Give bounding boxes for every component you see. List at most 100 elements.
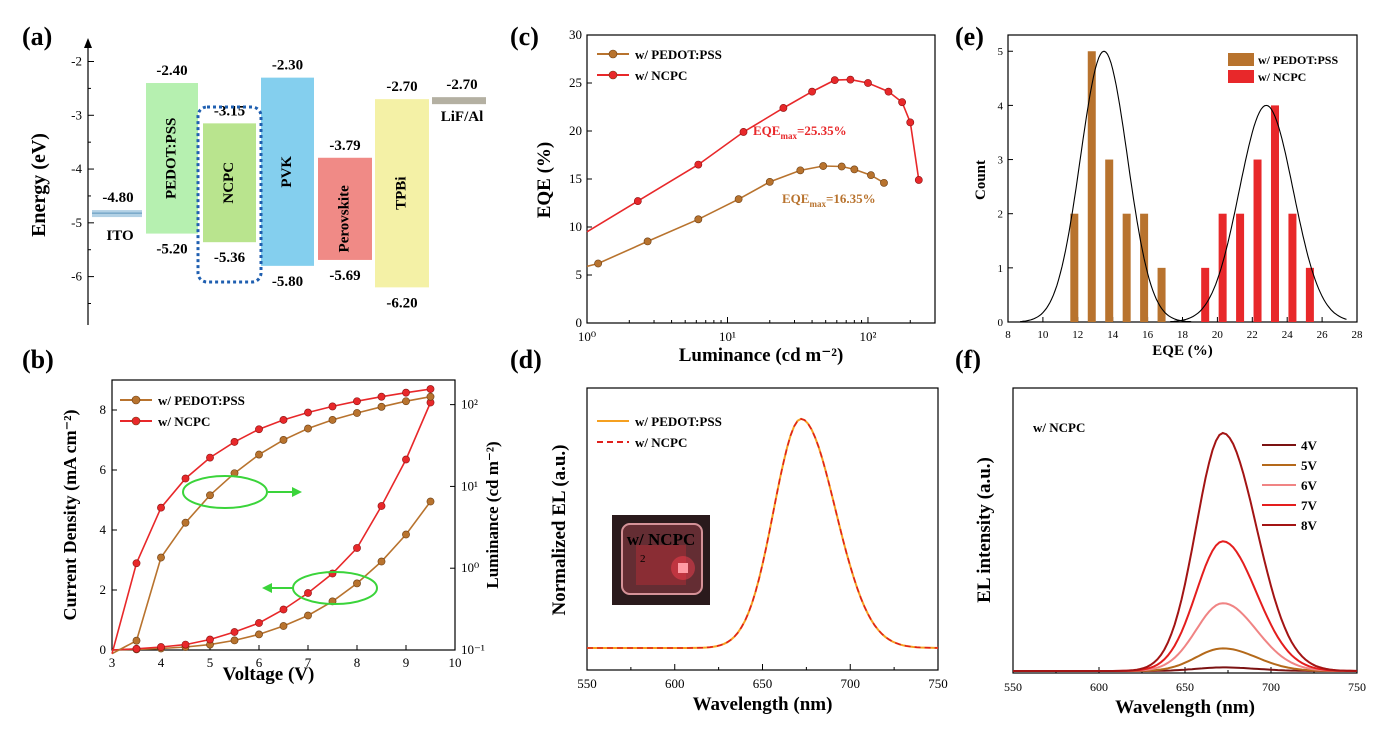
jvl-x-tick-label-2: 5 [207, 655, 214, 670]
jvl-point [132, 644, 141, 653]
jvl-y-tick-label-2: 4 [100, 522, 107, 537]
hist-y-tick-label-1: 1 [998, 263, 1004, 275]
elv-legend-label-0: 4V [1301, 438, 1318, 453]
hist-x-tick-label-2: 12 [1072, 329, 1083, 341]
jvl-y-title: Current Density (mA cm⁻²) [60, 409, 81, 620]
level-name-1: PEDOT:PSS [163, 118, 179, 199]
eqe-annotation-ncpc-part-0: EQE [753, 123, 780, 138]
elv-x-tick-label-3: 700 [1262, 680, 1280, 694]
eqe-point-ncpc [884, 87, 893, 96]
hist-fit-1 [1170, 104, 1347, 323]
inset-label: w/ NCPC [627, 530, 695, 549]
hist-x-tick-label-10: 28 [1352, 329, 1364, 341]
hist-y-title: Count [973, 160, 989, 200]
inset-digit-1: 2 [640, 553, 646, 565]
eqe-legend-pedot-label: w/ PEDOT:PSS [635, 47, 722, 62]
jvl-point [353, 544, 361, 552]
eqe-point-ncpc [779, 104, 788, 112]
eqe-point-pedot [734, 195, 743, 204]
hist-x-title: EQE (%) [1152, 343, 1212, 359]
lif-name: LiF/Al [441, 109, 484, 125]
jvl-point [426, 392, 435, 401]
hist-x-tick-label-6: 20 [1212, 329, 1224, 341]
jvl-point [206, 453, 214, 462]
jvl-point [377, 557, 386, 566]
eqe-point-ncpc [830, 76, 839, 85]
elv-x-title: Wavelength (nm) [1115, 697, 1255, 718]
eqe-x-tick-label-2: 10² [860, 329, 877, 344]
hist-fit-0 [1020, 50, 1192, 323]
jvl-point [328, 416, 337, 424]
hist-legend-ncpc-label: w/ NCPC [1258, 70, 1306, 84]
jvl-point [181, 474, 190, 483]
hist-y-tick-label-0: 0 [998, 317, 1004, 329]
jvl-x-tick-label-0: 3 [109, 655, 116, 670]
panel-letter-e: (e) [955, 22, 984, 51]
eqe-y-tick-label-3: 15 [569, 171, 582, 186]
jvl-point [230, 628, 239, 636]
elv-legend-label-2: 6V [1301, 478, 1318, 493]
eqe-annotation-pedot: EQEmax=16.35% [782, 191, 876, 209]
panel-letter-b: (b) [22, 345, 54, 374]
eqe-point-pedot [594, 259, 603, 268]
hist-x-tick-label-7: 22 [1247, 329, 1258, 341]
ito-top-value: -4.80 [102, 190, 133, 206]
hist-bar-1 [1218, 213, 1227, 322]
elv-series-2 [1013, 602, 1357, 672]
eqe-annotation-ncpc-part-1: max [780, 131, 797, 141]
ito-name: ITO [106, 228, 133, 244]
jvl-point [353, 397, 361, 406]
jvl-series-2 [111, 395, 431, 655]
elv-x-tick-label-2: 650 [1176, 680, 1194, 694]
jvl-arrow-right-head [292, 487, 302, 497]
hist-y-tick-label-3: 3 [998, 155, 1004, 167]
el-x-tick-label-4: 750 [928, 676, 948, 691]
jvl-point [304, 611, 312, 620]
eqe-series-ncpc [586, 78, 920, 233]
jvl-point [157, 553, 165, 562]
hist-bar-1 [1305, 267, 1314, 322]
lif-top-value: -2.70 [446, 77, 477, 93]
eqe-point-ncpc [914, 176, 923, 184]
jvl-point [132, 559, 141, 568]
jvl-point [157, 643, 165, 651]
eqe-x-title: Luminance (cd m⁻²) [679, 345, 844, 366]
eqe-series-pedot [586, 165, 885, 268]
jvl-y-tick-label-3: 6 [100, 462, 107, 477]
jvl-point [181, 640, 190, 649]
jvl-legend-ncpc-marker [131, 416, 141, 426]
jvl-legend-pedot-marker [131, 395, 141, 405]
eqe-annotation-pedot-part-1: max [809, 199, 826, 209]
eqe-point-ncpc [808, 87, 816, 96]
eqe-y-tick-label-5: 25 [569, 75, 582, 90]
el-y-title: Normalized EL (a.u.) [549, 445, 570, 616]
eqe-point-ncpc [864, 79, 872, 87]
energy-tick-label-2: -4 [71, 161, 82, 176]
hist-bar-1 [1270, 105, 1279, 322]
eqe-point-ncpc [739, 128, 748, 136]
hist-legend-pedot-label: w/ PEDOT:PSS [1258, 53, 1338, 67]
jvl-point [230, 438, 239, 446]
jvl-point [402, 397, 410, 406]
elv-title: w/ NCPC [1033, 420, 1085, 435]
jvl-point [279, 605, 288, 614]
eqe-y-tick-label-0: 0 [576, 315, 583, 330]
inset-glow [671, 556, 695, 580]
eqe-y-tick-label-1: 5 [576, 267, 583, 282]
level-bar-5 [375, 99, 429, 288]
jvl-y-tick-label-1: 2 [100, 582, 107, 597]
jvl-series-3 [111, 388, 431, 654]
jvl-arrow-left-head [262, 583, 272, 593]
eqe-y-title: EQE (%) [534, 142, 555, 219]
level-name-3: PVK [279, 156, 295, 188]
ncpc-highlight-box [196, 105, 263, 284]
el-x-tick-label-2: 650 [753, 676, 773, 691]
level-bar-3 [261, 77, 314, 266]
jvl-point [279, 622, 288, 630]
hist-bar-0 [1070, 213, 1079, 322]
jvl-point [255, 425, 263, 434]
jvl-series-1 [111, 402, 432, 651]
